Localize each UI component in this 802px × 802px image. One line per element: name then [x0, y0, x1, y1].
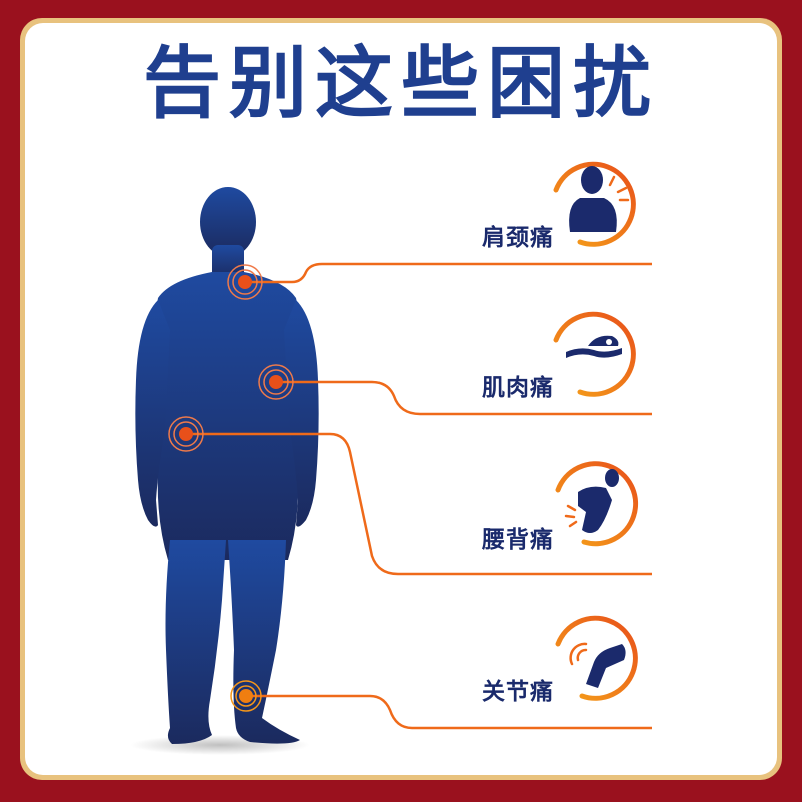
swimmer-muscle-pain-icon: [553, 311, 636, 397]
connector-arm: [276, 380, 652, 416]
pain-marker-hip: [168, 416, 204, 452]
label-back-pain: 腰背痛: [482, 527, 554, 553]
pain-marker-arm: [258, 364, 294, 400]
label-muscle-pain: 肌肉痛: [482, 375, 554, 401]
human-silhouette: [135, 187, 319, 744]
knee-joint-pain-icon: [555, 615, 638, 701]
connector-neck: [245, 262, 652, 284]
label-shoulder-neck-pain: 肩颈痛: [482, 225, 554, 251]
lower-back-pain-icon: [555, 461, 639, 547]
pain-marker-neck: [227, 264, 263, 300]
connector-ankle: [246, 694, 652, 730]
connector-hip: [186, 432, 652, 576]
pain-marker-ankle: [230, 680, 262, 712]
label-joint-pain: 关节痛: [482, 679, 554, 705]
shoulder-neck-pain-icon: [553, 161, 636, 247]
page-title: 告别这些困扰: [142, 38, 659, 129]
connector-lines: [186, 262, 652, 730]
